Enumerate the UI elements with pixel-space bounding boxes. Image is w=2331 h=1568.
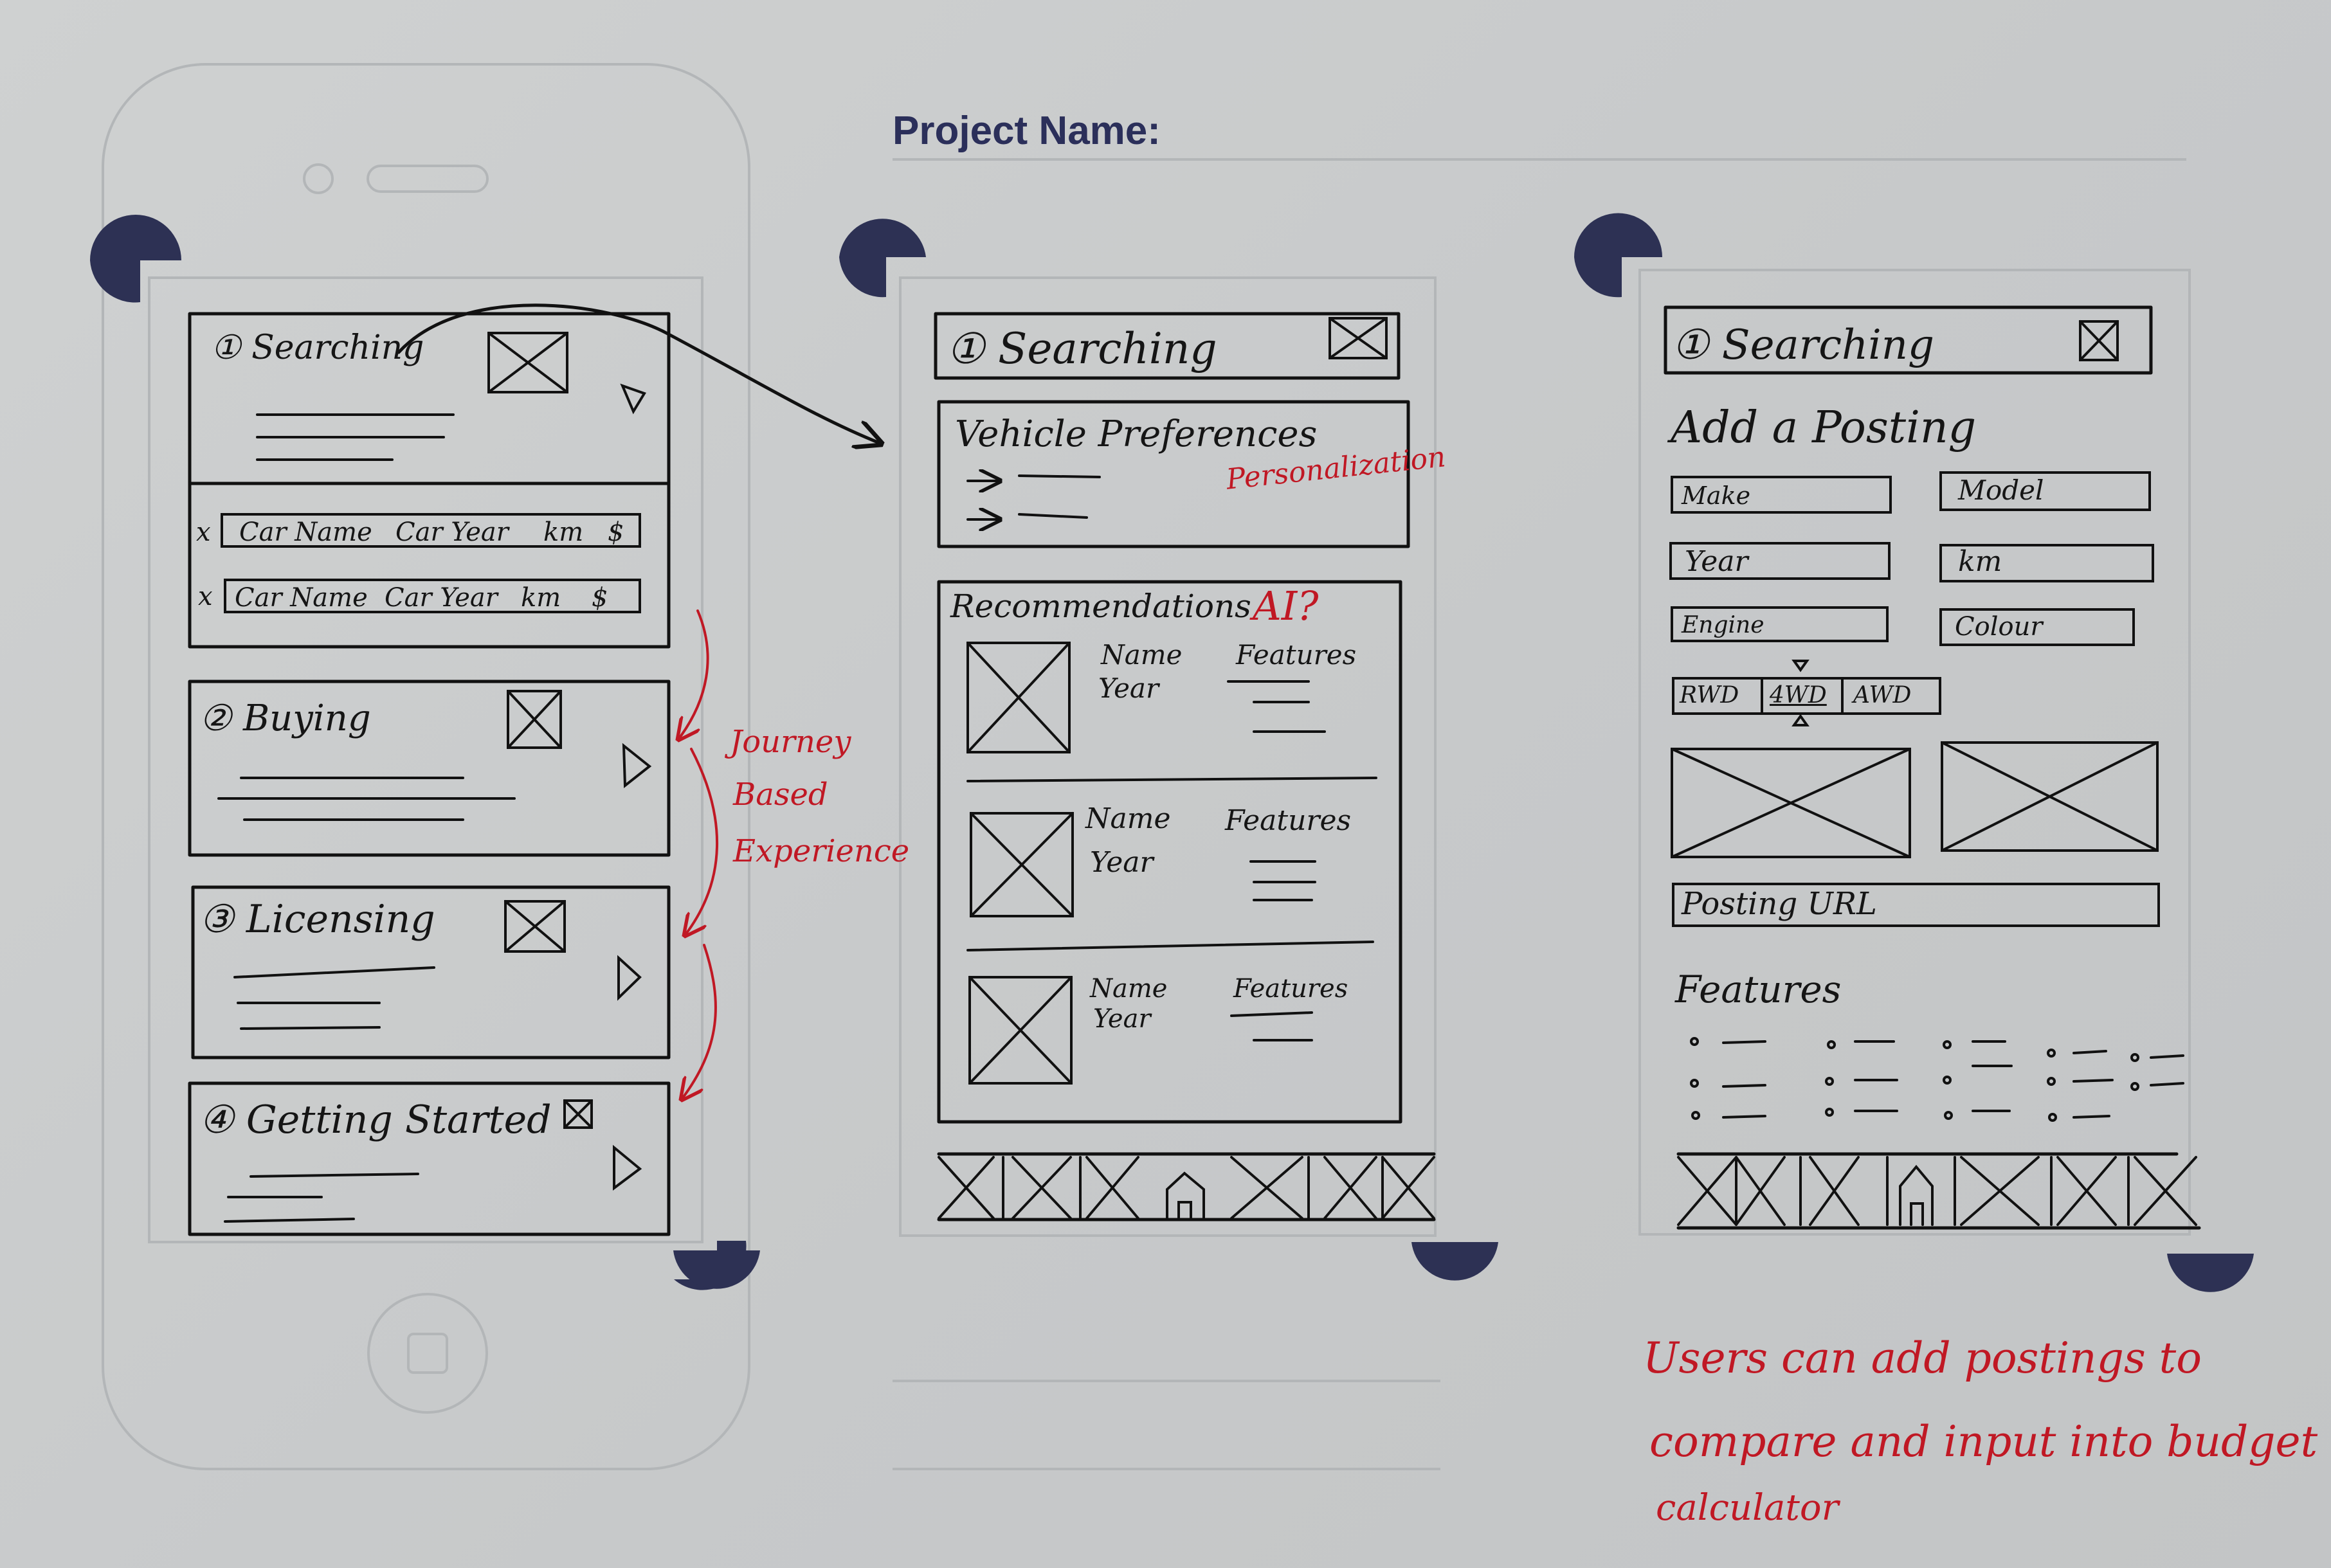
screen3-sketch <box>1664 305 2201 1230</box>
postings-annotation-line3: calculator <box>1656 1487 1839 1529</box>
model-field[interactable]: Model <box>1958 474 2044 506</box>
project-name-label: Project Name: <box>893 109 1161 153</box>
engine-field[interactable]: Engine <box>1682 612 1764 638</box>
card-title-licensing[interactable]: ③ Licensing <box>199 897 435 942</box>
screen1-sketch <box>188 303 881 1236</box>
card-title-buying[interactable]: ② Buying <box>199 698 371 739</box>
item-year: Year <box>1093 1004 1151 1034</box>
screen3-header-title: ① Searching <box>1672 321 1934 369</box>
features-title: Features <box>1675 968 1842 1011</box>
remove-row-icon[interactable]: x <box>196 518 211 547</box>
item-year: Year <box>1098 672 1159 704</box>
item-features: Features <box>1236 639 1357 671</box>
car-year: Car Year <box>395 518 509 547</box>
phone-outline <box>102 63 750 1470</box>
car-km: km <box>521 583 561 613</box>
journey-annotation-line2: Based <box>733 777 828 813</box>
car-name: Car Name <box>235 583 368 613</box>
card-title-getting-started[interactable]: ④ Getting Started <box>199 1097 552 1142</box>
car-price: $ <box>608 518 624 547</box>
item-name: Name <box>1085 802 1171 835</box>
item-features: Features <box>1225 804 1352 837</box>
car-price: $ <box>592 583 608 613</box>
journey-arrows <box>678 609 719 1099</box>
recommendations-title: Recommendations <box>950 588 1251 625</box>
ai-note: AI? <box>1253 582 1319 629</box>
item-year: Year <box>1090 846 1154 879</box>
registration-marks <box>90 213 2254 1292</box>
screen2-header-title: ① Searching <box>947 324 1217 374</box>
posting-url-field[interactable]: Posting URL <box>1682 886 1877 922</box>
journey-annotation-line3: Experience <box>733 833 910 869</box>
car-km: km <box>543 518 584 547</box>
item-features: Features <box>1233 974 1348 1004</box>
make-field[interactable]: Make <box>1682 482 1751 510</box>
card-title-searching[interactable]: ① Searching <box>211 329 424 367</box>
km-field[interactable]: km <box>1958 545 2002 578</box>
add-posting-title: Add a Posting <box>1671 402 1977 453</box>
colour-field[interactable]: Colour <box>1955 612 2043 642</box>
car-name: Car Name <box>239 518 372 547</box>
remove-row-icon[interactable]: x <box>198 582 213 611</box>
drive-option-4wd[interactable]: 4WD <box>1770 682 1827 708</box>
postings-annotation-line1: Users can add postings to <box>1643 1333 2202 1383</box>
year-field[interactable]: Year <box>1685 545 1748 578</box>
journey-annotation-line1: Journey <box>730 724 851 760</box>
car-year: Car Year <box>385 583 498 613</box>
vehicle-preferences-title[interactable]: Vehicle Preferences <box>955 413 1318 455</box>
screen2-sketch <box>934 312 1436 1221</box>
home-button-guide <box>367 1293 488 1414</box>
item-name: Name <box>1101 639 1183 671</box>
item-name: Name <box>1090 974 1168 1004</box>
drive-option-awd[interactable]: AWD <box>1853 682 1912 708</box>
drive-option-rwd[interactable]: RWD <box>1680 682 1739 708</box>
postings-annotation-line2: compare and input into budget <box>1649 1417 2318 1466</box>
